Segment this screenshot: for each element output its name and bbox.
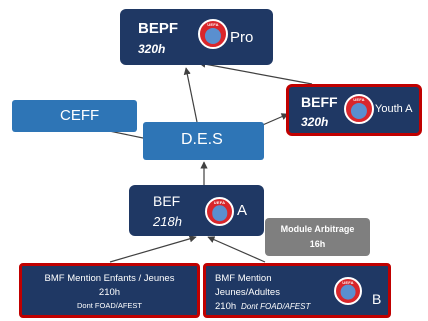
beff-name: BEFF [301, 94, 338, 110]
bepf-hours: 320h [138, 42, 166, 56]
bmf-adultes-subtitle: Jeunes/Adultes [215, 287, 280, 298]
bef-hours: 218h [153, 214, 182, 229]
bmf-adultes-note: Dont FOAD/AFEST [241, 302, 311, 311]
arrow-bmf-enfants-to-bef [109, 235, 197, 263]
des-name: D.E.S [181, 131, 223, 148]
beff-node: BEFF 320h UEFA Youth A [286, 84, 422, 136]
bmf-adultes-node: BMF Mention Jeunes/Adultes 210h Dont FOA… [203, 263, 391, 318]
arrow-bmf-adultes-to-bef [207, 236, 266, 263]
beff-hours: 320h [301, 115, 329, 129]
des-node: D.E.S [143, 122, 264, 160]
bmf-enfants-note: Dont FOAD/AFEST [76, 301, 142, 310]
uefa-logo-icon: UEFA [198, 19, 228, 49]
bepf-suffix: Pro [230, 29, 254, 46]
bmf-enfants-title: BMF Mention Enfants / Jeunes [44, 273, 175, 284]
bmf-adultes-hours: 210h [215, 301, 237, 312]
module-arbitrage-hours: 16h [309, 239, 326, 249]
bmf-enfants-hours: 210h [98, 287, 121, 298]
ceff-node: CEFF [12, 100, 137, 132]
bmf-adultes-suffix: B [372, 291, 382, 307]
bef-node: BEF 218h UEFA A [129, 185, 264, 236]
bepf-node: BEPF 320h UEFA Pro [120, 9, 273, 65]
module-arbitrage-node: Module Arbitrage 16h [265, 218, 370, 256]
bepf-name: BEPF [138, 20, 179, 37]
bmf-enfants-node: BMF Mention Enfants / Jeunes 210h Dont F… [19, 263, 200, 318]
bef-suffix: A [237, 202, 248, 219]
arrow-beff-to-bepf [198, 60, 313, 85]
uefa-logo-icon: UEFA [344, 94, 374, 124]
bef-name: BEF [153, 193, 181, 209]
uefa-logo-icon: UEFA [334, 277, 362, 305]
bmf-adultes-title: BMF Mention [215, 273, 272, 284]
uefa-logo-icon: UEFA [205, 197, 234, 226]
beff-suffix: Youth A [375, 103, 413, 115]
module-arbitrage-label: Module Arbitrage [280, 224, 355, 234]
arrow-des-to-bepf [183, 67, 198, 123]
ceff-name: CEFF [60, 107, 100, 124]
